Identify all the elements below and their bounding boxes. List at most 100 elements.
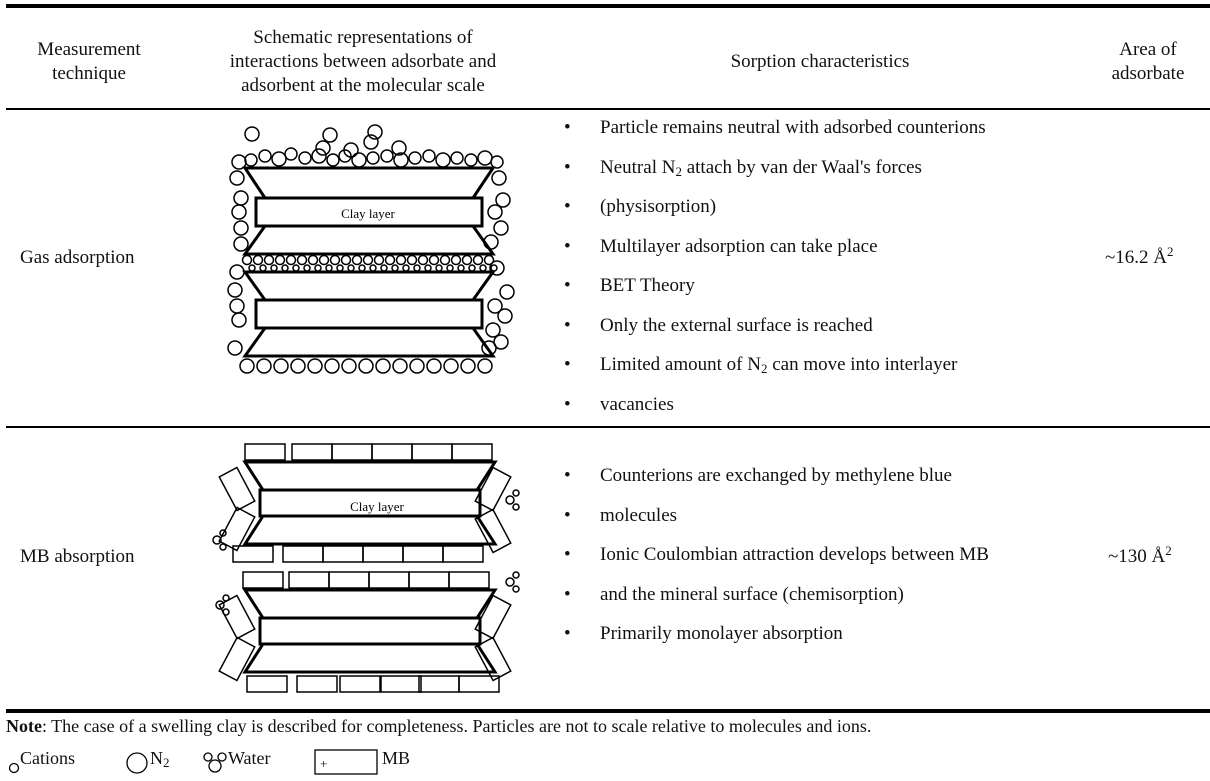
mb-molecule: [442, 545, 484, 563]
n2-molecule: [485, 322, 501, 338]
mb-molecule: [218, 466, 256, 512]
n2-molecule: [497, 308, 513, 324]
mb-molecule: [474, 466, 512, 512]
n2-molecule: [311, 148, 327, 164]
n2-molecule: [435, 152, 451, 168]
n2-molecule: [227, 340, 243, 356]
n2-molecule: [395, 254, 407, 266]
n2-molecule: [391, 140, 407, 156]
n2-molecule: [233, 220, 249, 236]
n2-molecule: [366, 151, 380, 165]
water-molecule: [219, 543, 227, 551]
list-item-continuation: vacancies: [564, 385, 986, 425]
list-item: Limited amount of N2 can move into inter…: [564, 345, 986, 385]
n2-molecule: [318, 254, 330, 266]
table-bottom-rule: [6, 709, 1210, 713]
n2-molecule: [450, 151, 464, 165]
n2-molecule: [477, 358, 493, 374]
n2-molecule: [322, 127, 338, 143]
n2-molecule: [326, 153, 340, 167]
n2-molecule: [307, 358, 323, 374]
n2-molecule: [373, 254, 385, 266]
mb-molecule: [282, 545, 324, 563]
cation: [248, 264, 256, 272]
clay-layer-top-trapezoid: [242, 166, 496, 200]
n2-molecule: [499, 284, 515, 300]
cation: [369, 264, 377, 272]
cation: [336, 264, 344, 272]
clay-layer-label: Clay layer: [341, 206, 395, 221]
water-molecule: [512, 571, 520, 579]
list-item: Primarily monolayer absorption: [564, 614, 989, 654]
mb-molecule: [288, 571, 330, 589]
water-molecule: [222, 608, 230, 616]
n2-molecule: [417, 254, 429, 266]
clay-layer-bottom: [254, 298, 484, 330]
cation: [391, 264, 399, 272]
mb-molecule: [246, 675, 288, 693]
clay-layer-bottom-bottom-trapezoid: [242, 326, 496, 358]
n2-molecule: [428, 254, 440, 266]
cation: [468, 264, 476, 272]
mb-molecule: [474, 508, 512, 554]
n2-molecule: [487, 204, 503, 220]
n2-molecule: [490, 155, 504, 169]
cation: [259, 264, 267, 272]
mb-molecule: [371, 443, 413, 461]
cation: [413, 264, 421, 272]
mb-molecule: [218, 506, 256, 552]
n2-molecule: [495, 192, 511, 208]
n2-molecule: [477, 150, 493, 166]
mb-molecule: [448, 571, 490, 589]
n2-molecule: [380, 149, 394, 163]
n2-molecule: [461, 254, 473, 266]
n2-molecule: [487, 298, 503, 314]
n2-molecule: [493, 334, 509, 350]
n2-molecule: [422, 149, 436, 163]
mb-icon: [314, 749, 378, 775]
row-technique-mb-absorption: MB absorption: [20, 546, 135, 567]
legend-water-label: Water: [228, 748, 271, 768]
n2-molecule: [340, 254, 352, 266]
cation: [446, 264, 454, 272]
n2-molecule: [450, 254, 462, 266]
n2-molecule: [244, 153, 258, 167]
area-mb-absorption: ~130 Å2: [1108, 543, 1172, 567]
n2-molecule: [439, 254, 451, 266]
mb-characteristics-list: Counterions are exchanged by methylene b…: [564, 456, 989, 654]
mb-molecule: [244, 443, 286, 461]
water-molecule: [512, 503, 520, 511]
mb-molecule: [408, 571, 450, 589]
n2-molecule: [315, 140, 331, 156]
n2-molecule: [231, 204, 247, 220]
n2-molecule: [363, 134, 379, 150]
mb-molecule: [451, 443, 493, 461]
n2-molecule: [384, 254, 396, 266]
legend-mb-label: MB: [382, 748, 411, 768]
cation: [424, 264, 432, 272]
table-top-rule: [6, 4, 1210, 8]
n2-molecule: [392, 358, 408, 374]
n2-molecule: [409, 358, 425, 374]
mb-molecule: [362, 545, 404, 563]
n2-molecule: [324, 358, 340, 374]
n2-molecule: [460, 358, 476, 374]
legend-cations-label: Cations: [20, 748, 76, 768]
n2-molecule: [443, 358, 459, 374]
n2-icon: [126, 752, 148, 774]
water-molecule: [212, 535, 222, 545]
mb-molecule: [218, 636, 256, 682]
n2-molecule: [227, 282, 243, 298]
mb-molecule: [474, 594, 512, 640]
n2-molecule: [233, 190, 249, 206]
cation: [358, 264, 366, 272]
n2-molecule: [229, 170, 245, 186]
mb-molecule: [368, 571, 410, 589]
water-molecule: [512, 489, 520, 497]
mb-molecule: [380, 675, 422, 693]
list-item: Neutral N2 attach by van der Waal's forc…: [564, 148, 986, 188]
mb-molecule: [458, 675, 500, 693]
cation: [314, 264, 322, 272]
cation: [435, 264, 443, 272]
